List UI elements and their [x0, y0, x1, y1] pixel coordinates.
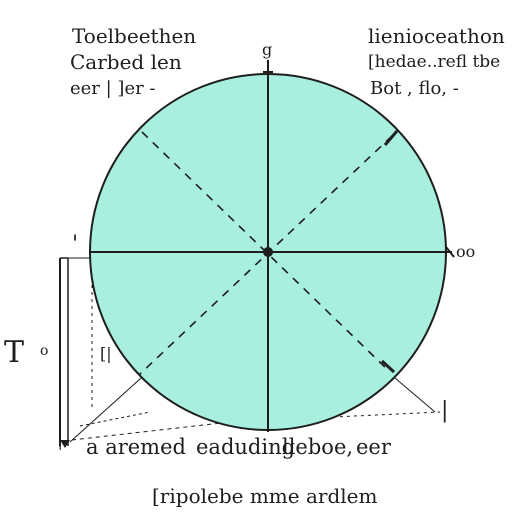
left-mark: ' — [72, 232, 79, 257]
top-right-line-2: [hedae..refl tbe — [368, 52, 501, 72]
tick-top-right — [383, 130, 399, 146]
top-left-line-3: eer | ]er - — [70, 78, 156, 99]
footer-caption: [ripolebe mme ardlem — [152, 484, 378, 508]
top-left-line-1: Toelbeethen — [72, 24, 197, 48]
projection-line-a — [69, 369, 151, 443]
bottom-label-3: lleboe, — [282, 435, 354, 459]
top-mark: g — [262, 40, 273, 59]
bottom-label-2: eaduding — [196, 435, 296, 459]
diagonal-dashed-2 — [139, 135, 393, 375]
top-right-line-1: lienioceathon — [368, 24, 505, 48]
bottom-left-mark: ' — [58, 442, 63, 461]
bottom-label-1: a aremed — [86, 435, 186, 459]
right-mark: oo — [456, 242, 476, 261]
inner-mark: [| — [100, 344, 112, 363]
bottom-right-mark: | — [441, 398, 449, 423]
bottom-label-4: eer — [356, 435, 391, 459]
tick-bottom-right — [380, 359, 396, 374]
top-right-line-3: Bot , flo, - — [370, 78, 459, 99]
left-bar-arrow — [60, 440, 70, 448]
side-letter: T — [4, 335, 25, 370]
center-point — [263, 247, 273, 257]
side-mark: o — [40, 343, 49, 359]
projection-line-d — [394, 377, 436, 413]
top-left-line-2: Carbed len — [70, 50, 182, 74]
tick-right-end — [445, 246, 455, 258]
